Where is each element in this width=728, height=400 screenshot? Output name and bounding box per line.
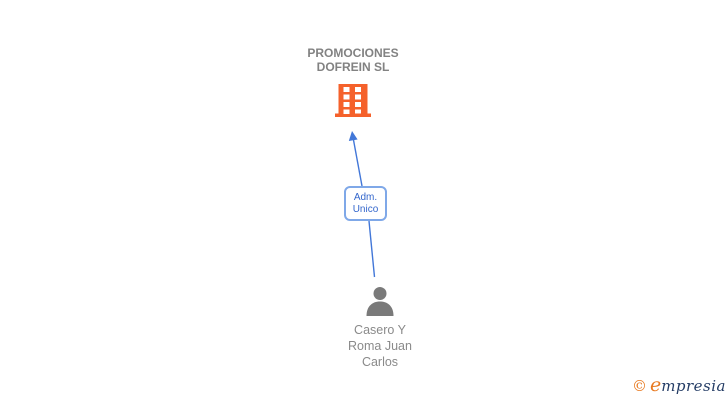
person-icon-wrap — [330, 286, 430, 316]
person-node[interactable]: Casero Y Roma Juan Carlos — [330, 286, 430, 370]
person-name: Casero Y Roma Juan Carlos — [348, 323, 412, 369]
empresia-logo[interactable]: ©empresia — [632, 375, 726, 396]
building-icon[interactable] — [335, 84, 371, 117]
logo-wordmark: mpresia — [661, 377, 726, 395]
person-icon[interactable] — [364, 286, 396, 316]
company-name: PROMOCIONES DOFREIN SL — [307, 46, 399, 74]
copyright-icon: © — [631, 377, 647, 395]
logo-letter-e: e — [649, 374, 662, 396]
building-icon-wrap — [298, 84, 408, 117]
edge-person-to-label — [368, 220, 376, 278]
edge-label-to-company — [352, 139, 363, 187]
relationship-label: Adm. Unico — [352, 191, 379, 215]
relationship-label-box[interactable]: Adm. Unico — [344, 186, 387, 221]
company-node[interactable]: PROMOCIONES DOFREIN SL — [298, 46, 408, 117]
arrowhead-icon — [348, 131, 358, 141]
